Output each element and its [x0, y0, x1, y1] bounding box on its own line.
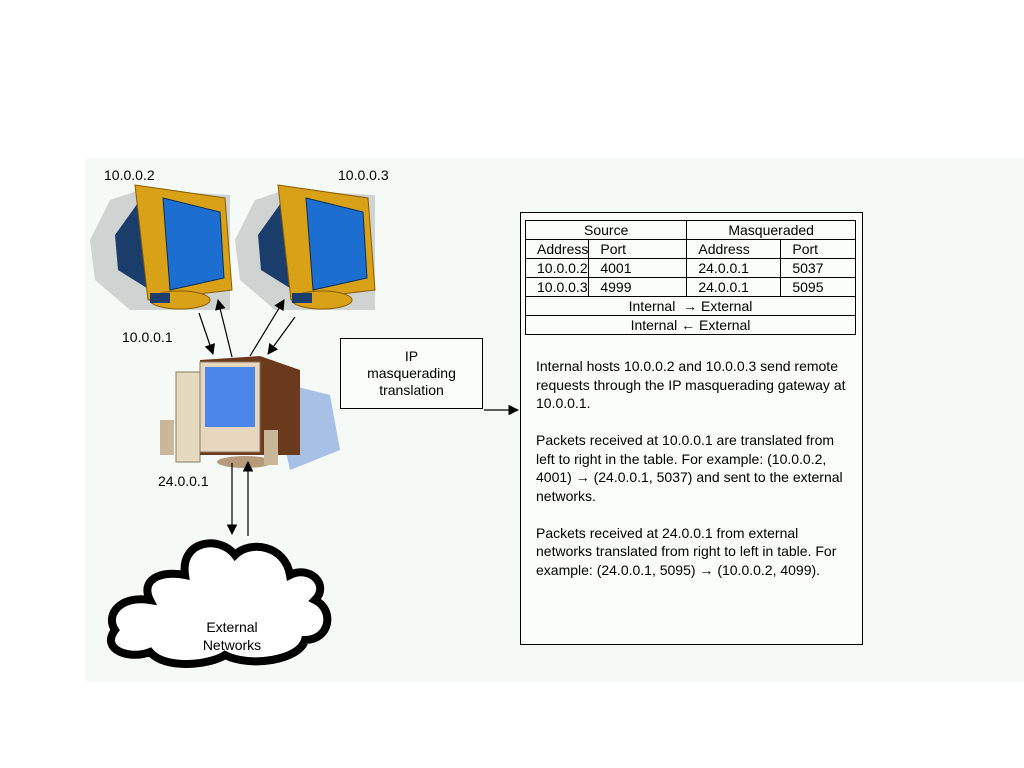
description-paragraph: Internal hosts 10.0.0.2 and 10.0.0.3 sen…: [536, 358, 846, 411]
table-cell: 24.0.0.1: [686, 258, 782, 278]
ip-box-line-2: masquerading: [367, 365, 456, 381]
direction-inbound: Internal ← External: [525, 315, 856, 335]
table-cell: 5095: [780, 277, 856, 297]
description-paragraph: Packets received at 10.0.0.1 are transla…: [536, 432, 843, 504]
translation-table: Source Masqueraded Address Port Address …: [524, 220, 856, 335]
table-column-header-row: Address Port Address Port: [524, 239, 856, 259]
column-header: Port: [780, 239, 856, 259]
cloud-icon: [107, 539, 332, 668]
table-row: 10.0.0.3 4999 24.0.0.1 5095: [524, 277, 856, 297]
column-header: Port: [588, 239, 688, 259]
translation-panel: Source Masqueraded Address Port Address …: [520, 212, 863, 645]
cloud-label-line-1: External: [206, 619, 258, 635]
cloud-label-line-2: Networks: [202, 637, 262, 653]
monitor-icon-host-1: [90, 184, 233, 310]
table-row: 10.0.0.2 4001 24.0.0.1 5037: [524, 258, 856, 278]
connection-arrows: [198, 298, 520, 536]
gateway-external-address: 24.0.0.1: [158, 473, 209, 489]
cloud-label: External Networks: [174, 618, 290, 654]
table-cell: 4001: [588, 258, 688, 278]
description-paragraph: Packets received at 24.0.0.1 from extern…: [536, 524, 837, 578]
column-header: Address: [686, 239, 782, 259]
table-cell: 10.0.0.2: [524, 258, 590, 278]
host-1-address: 10.0.0.2: [104, 167, 155, 183]
direction-outbound: Internal → External: [525, 296, 856, 316]
ip-box-line-3: translation: [379, 382, 444, 398]
group-header-source: Source: [524, 220, 688, 240]
monitor-icon-host-2: [235, 184, 376, 310]
gateway-internal-address: 10.0.0.1: [122, 329, 173, 345]
table-cell: 24.0.0.1: [686, 277, 782, 297]
table-group-header-row: Source Masqueraded: [524, 220, 856, 240]
host-2-address: 10.0.0.3: [338, 167, 389, 183]
group-header-masqueraded: Masqueraded: [686, 220, 856, 240]
ip-box-line-1: IP: [404, 348, 419, 364]
ip-masquerading-box: IP masquerading translation: [340, 338, 483, 409]
table-cell: 10.0.0.3: [524, 277, 590, 297]
description: Internal hosts 10.0.0.2 and 10.0.0.3 sen…: [536, 357, 856, 598]
table-cell: 4999: [588, 277, 688, 297]
column-header: Address: [524, 239, 590, 259]
table-cell: 5037: [780, 258, 856, 278]
gateway-computer-icon: [160, 356, 340, 470]
